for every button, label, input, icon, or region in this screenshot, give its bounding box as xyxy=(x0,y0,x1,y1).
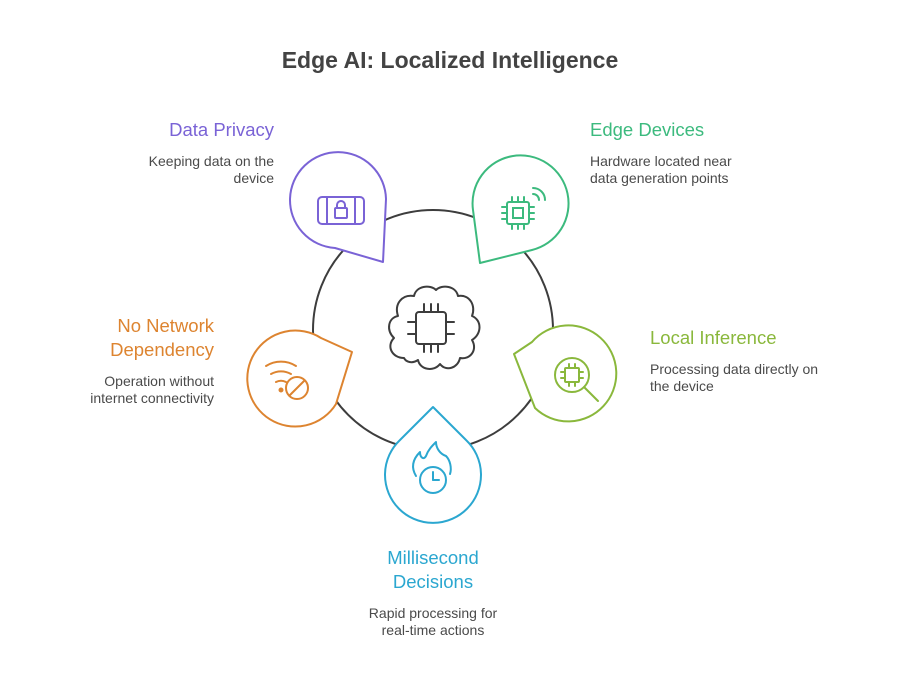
wifi-blocked-icon xyxy=(265,360,309,400)
phone-lock-icon xyxy=(317,196,365,225)
data-privacy-title: Data Privacy xyxy=(169,119,274,140)
chip-magnifier-icon xyxy=(554,357,599,402)
local-inference-description: Processing data directly on the device xyxy=(650,361,819,394)
fire-clock-icon xyxy=(412,441,452,494)
page-title: Edge AI: Localized Intelligence xyxy=(281,47,619,73)
edge-devices-title: Edge Devices xyxy=(590,119,705,140)
millisecond-decisions-title: Millisecond Decisions xyxy=(387,547,479,592)
edge-devices-description: Hardware located near data generation po… xyxy=(590,153,732,186)
cloud-chip-icon xyxy=(388,285,481,370)
chip-signal-icon xyxy=(501,187,546,230)
no-network-title: No Network Dependency xyxy=(110,315,214,360)
no-network-node xyxy=(246,329,353,428)
no-network-description: Operation without internet connectivity xyxy=(90,373,214,406)
data-privacy-description: Keeping data on the device xyxy=(148,153,274,186)
local-inference-title: Local Inference xyxy=(650,327,777,348)
millisecond-decisions-node xyxy=(384,406,482,524)
millisecond-decisions-description: Rapid processing for real-time actions xyxy=(368,605,498,638)
edge-devices-node xyxy=(471,154,570,264)
